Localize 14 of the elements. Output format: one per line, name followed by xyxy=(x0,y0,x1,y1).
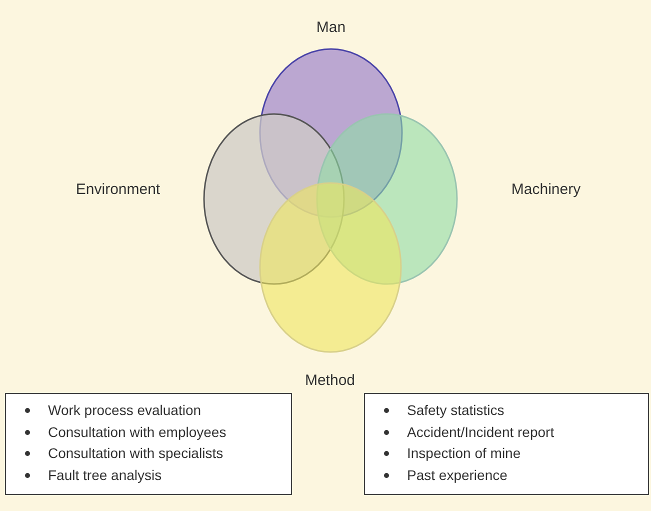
circle-label: Environment xyxy=(74,180,162,200)
circle-label: Method xyxy=(304,371,356,391)
list-item: Inspection of mine xyxy=(407,444,521,463)
list-item: Work process evaluation xyxy=(48,401,202,420)
list-item: Fault tree analysis xyxy=(48,466,162,485)
text-box xyxy=(364,393,649,495)
list-item: Past experience xyxy=(407,466,508,485)
list-item: Safety statistics xyxy=(407,401,504,420)
circle-label: Machinery xyxy=(510,180,582,200)
list-item: Consultation with specialists xyxy=(48,444,224,463)
circle-label: Man xyxy=(315,18,347,38)
list-item: Accident/Incident report xyxy=(407,422,554,442)
text-box xyxy=(5,393,292,495)
list-item: Consultation with employees xyxy=(48,422,226,442)
